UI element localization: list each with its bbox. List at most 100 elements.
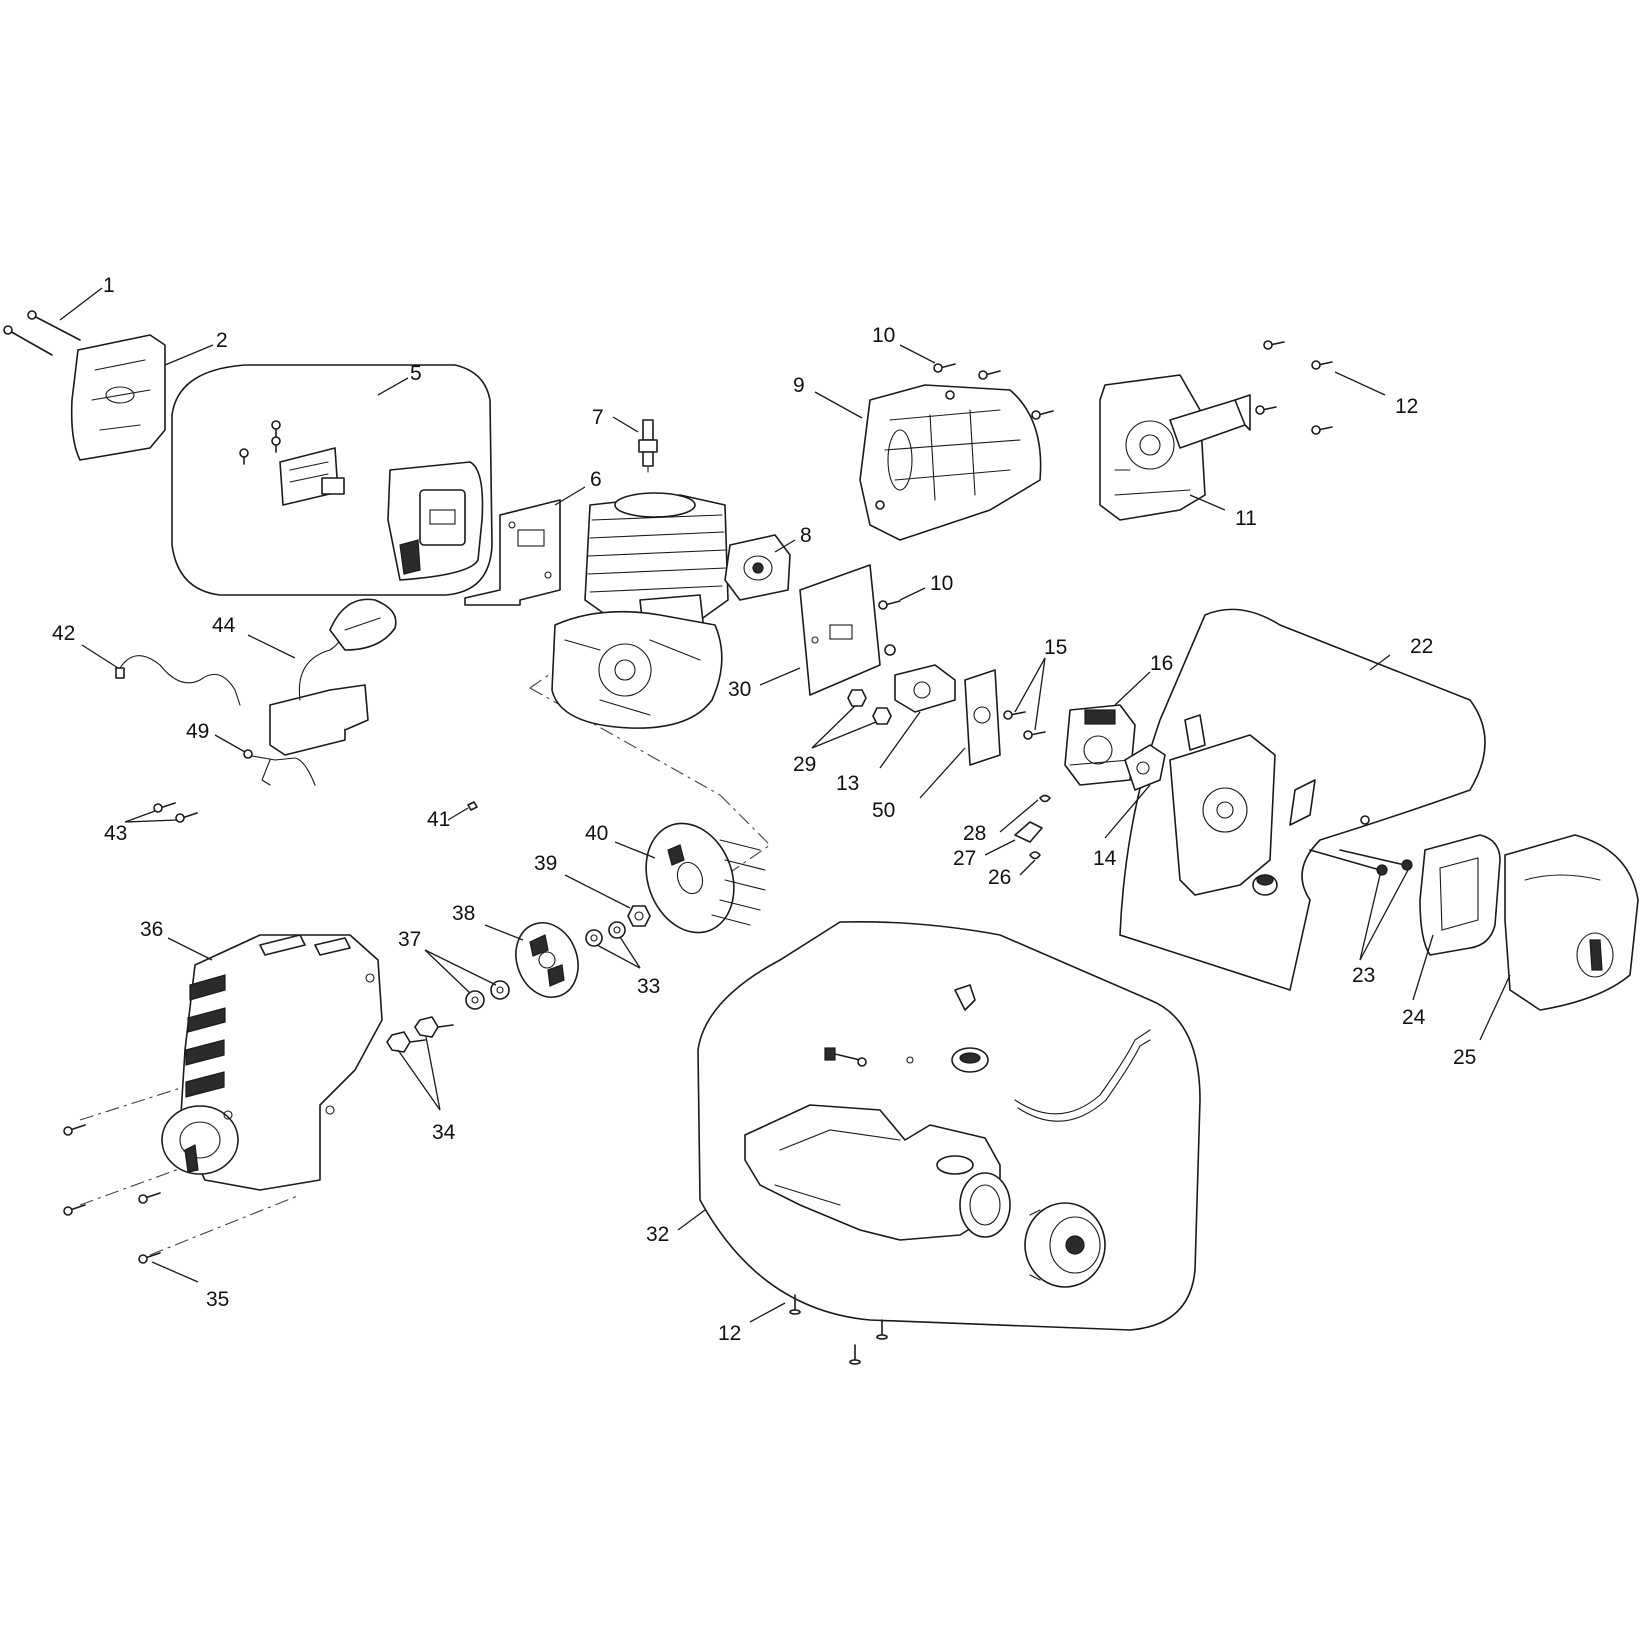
- leader-44: [247, 634, 296, 659]
- callout-26: 26: [988, 866, 1011, 889]
- callout-5: 5: [410, 362, 422, 385]
- callout-35: 35: [206, 1288, 229, 1311]
- callout-7: 7: [592, 406, 604, 429]
- callout-38: 38: [452, 902, 475, 925]
- leader-14: [1104, 784, 1151, 839]
- leader-26: [1019, 859, 1036, 876]
- part-29-nuts: [847, 644, 896, 725]
- callout-41: 41: [427, 808, 450, 831]
- leader-38: [484, 924, 524, 941]
- callout-32: 32: [646, 1223, 669, 1246]
- fuel-tank-group-outline: [697, 920, 1201, 1331]
- callout-44: 44: [212, 614, 236, 637]
- leader-15b: [1034, 657, 1046, 731]
- air-filter-group-outline: [1119, 608, 1486, 992]
- leader-32: [677, 1209, 706, 1231]
- callout-40: 40: [585, 822, 608, 845]
- callout-9: 9: [793, 374, 805, 397]
- leader-23a: [1359, 874, 1381, 961]
- part-11-recoil-starter: [1099, 374, 1251, 521]
- leader-34a: [397, 1049, 441, 1111]
- leader-29a: [811, 705, 856, 749]
- callout-28: 28: [963, 822, 986, 845]
- leader-30: [759, 667, 801, 686]
- part-9-engine-cover: [859, 384, 1042, 541]
- part-8-insulator: [724, 534, 791, 601]
- callout-labels: 1 2 5 6 7 8 9 10 10 11 12 12 13 14 15 16…: [52, 274, 1476, 1345]
- part-36-fan-housing: [161, 934, 383, 1191]
- callout-6: 6: [590, 468, 602, 491]
- leader-27: [984, 839, 1016, 856]
- leader-34b: [425, 1036, 441, 1111]
- leader-16: [1114, 671, 1151, 706]
- part-15-screws: [1003, 710, 1046, 740]
- callout-13: 13: [836, 772, 859, 795]
- part-1-screws: [3, 310, 81, 356]
- callout-12b: 12: [718, 1322, 741, 1345]
- callout-10b: 10: [930, 572, 953, 595]
- leader-7: [612, 416, 639, 433]
- part-34-bolts: [386, 1016, 454, 1053]
- leader-33b: [619, 936, 641, 969]
- leader-12a: [1334, 371, 1386, 396]
- part-32-fuel-tank: [744, 984, 1151, 1288]
- leader-33a: [596, 944, 641, 969]
- callout-12a: 12: [1395, 395, 1418, 418]
- part-14-gasket: [1124, 744, 1166, 791]
- callout-42: 42: [52, 622, 75, 645]
- leader-22: [1369, 654, 1391, 671]
- leader-15a: [1014, 657, 1046, 713]
- part-16-carburetor: [1064, 704, 1136, 786]
- callout-49: 49: [186, 720, 209, 743]
- part-39-nut: [627, 905, 651, 927]
- leader-6: [554, 486, 586, 506]
- part-5-muffler: [239, 420, 484, 581]
- callout-29: 29: [793, 753, 816, 776]
- leader-42: [81, 644, 119, 669]
- leader-39: [564, 874, 631, 909]
- part-2-muffler-guard: [70, 334, 166, 461]
- leader-11: [1189, 494, 1226, 511]
- callout-22: 22: [1410, 635, 1433, 658]
- part-23-screws: [1309, 849, 1413, 876]
- part-28-clip: [1039, 794, 1051, 803]
- part-35-screws: [63, 1124, 161, 1264]
- callout-10a: 10: [872, 324, 895, 347]
- leader-5: [377, 377, 409, 396]
- part-42-ground-wire: [115, 655, 241, 706]
- part-22-air-filter-base: [1169, 714, 1370, 896]
- callout-36: 36: [140, 918, 163, 941]
- part-10-screws: [878, 363, 1054, 610]
- callout-50: 50: [872, 799, 895, 822]
- callout-37: 37: [398, 928, 421, 951]
- callout-34: 34: [432, 1121, 456, 1144]
- starter-housing-alignment-line-3: [149, 1194, 301, 1256]
- part-44-ignition-coil: [269, 598, 397, 756]
- callout-24: 24: [1402, 1006, 1426, 1029]
- part-6-muffler-gasket: [464, 499, 561, 606]
- leader-lines: [59, 287, 1511, 1323]
- part-12-screws-lower: [789, 1294, 888, 1365]
- leader-8: [774, 539, 796, 553]
- leader-40: [614, 841, 656, 859]
- callout-23: 23: [1352, 964, 1375, 987]
- part-38-clutch: [515, 922, 579, 998]
- part-49-stop-wire: [243, 749, 316, 786]
- part-7-spark-plug: [638, 419, 658, 473]
- part-40-flywheel: [645, 822, 766, 934]
- starter-housing-alignment-line-2: [79, 1164, 191, 1206]
- leader-37a: [424, 949, 471, 994]
- part-37-washers: [465, 980, 510, 1010]
- leader-36: [167, 937, 213, 961]
- callout-1: 1: [103, 274, 115, 297]
- callout-8: 8: [800, 524, 812, 547]
- leader-10b: [899, 587, 926, 601]
- leader-50: [919, 747, 966, 799]
- callout-27: 27: [953, 847, 976, 870]
- leader-49: [214, 734, 246, 753]
- leader-1: [59, 287, 103, 321]
- leader-28: [999, 799, 1039, 833]
- leader-43a: [124, 810, 156, 823]
- leader-2: [164, 344, 214, 366]
